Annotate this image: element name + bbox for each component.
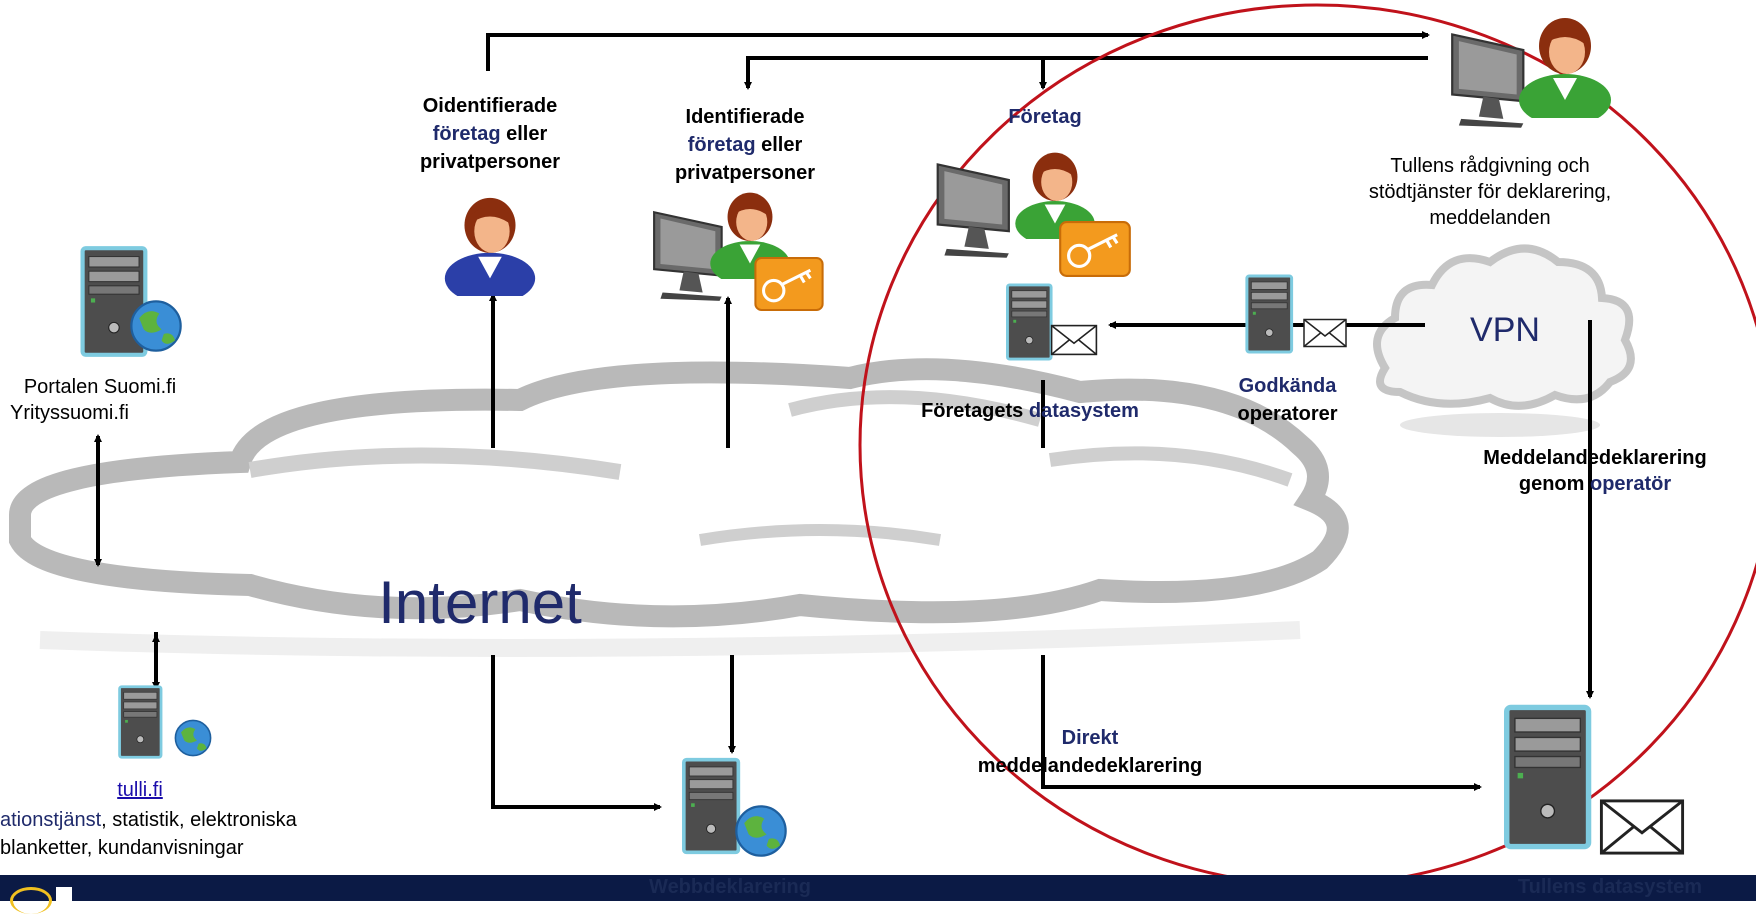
vpn-cloud — [1373, 244, 1635, 437]
identifierade-line2: företag eller — [640, 131, 850, 159]
tulli-label: tulli.fi ationstjänst, statistik, elektr… — [0, 776, 360, 862]
tullens-datasystem-label: Tullens datasystem — [1517, 876, 1703, 898]
oidentifierade-foretag-word: företag — [432, 123, 501, 145]
genom-word: genom — [1518, 473, 1590, 495]
person-oidentifierade-icon — [444, 197, 536, 296]
tullens-radgivning-label: Tullens rådgivning och stödtjänster för … — [1340, 153, 1640, 231]
internet-cloud — [8, 358, 1349, 657]
portalen-line2: Yrityssuomi.fi — [10, 402, 129, 424]
person-foretag-icon — [936, 152, 1132, 278]
tullens-radgivning-line3: meddelanden — [1429, 207, 1551, 229]
tulli-link[interactable]: tulli.fi — [117, 779, 163, 801]
foretagets-word: Företagets — [921, 400, 1029, 422]
meddelandedeklarering-operator-line1: Meddelandedeklarering — [1483, 447, 1707, 469]
tulli-server-icon — [120, 687, 212, 757]
godkanda-line1: Godkända — [1238, 375, 1337, 397]
tulli-informationstjanst-word: ationstjänst — [0, 809, 102, 831]
oidentifierade-eller-word: eller — [500, 123, 548, 145]
oidentifierade-line3: privatpersoner — [419, 151, 561, 173]
portalen-server-icon — [83, 248, 182, 355]
webbdeklarering-server-icon — [684, 760, 787, 857]
tulli-line1-rest: , statistik, elektroniska — [101, 809, 297, 831]
tullens-server-icon — [1507, 707, 1685, 855]
datasystem-word: datasystem — [1028, 400, 1139, 422]
godkanda-label: Godkända operatorer — [1200, 372, 1375, 428]
portalen-line1: Portalen Suomi.fi — [23, 376, 177, 398]
identifierade-line1: Identifierade — [685, 106, 805, 128]
foretag-label: Företag — [1008, 106, 1082, 128]
vpn-label: VPN — [1470, 311, 1540, 349]
identifierade-eller-word: eller — [755, 134, 803, 156]
meddelandedeklarering-operator-label: Meddelandedeklarering genom operatör — [1450, 445, 1740, 497]
direkt-label: Direkt meddelandedeklarering — [940, 724, 1240, 780]
identifierade-label: Identifierade företag eller privatperson… — [640, 103, 850, 187]
portalen-label: Portalen Suomi.fi Yrityssuomi.fi — [0, 374, 200, 426]
footer-logo-icon — [10, 881, 72, 914]
identifierade-foretag-word: företag — [687, 134, 756, 156]
internet-label: Internet — [378, 569, 582, 636]
oidentifierade-line2: företag eller — [390, 120, 590, 148]
tullens-radgivning-line2: stödtjänster för deklarering, — [1368, 181, 1612, 203]
person-tullen-icon — [1450, 18, 1611, 130]
foretagets-datasystem-label: Företagets datasystem — [880, 400, 1180, 423]
direkt-line2: meddelandedeklarering — [977, 755, 1203, 777]
connectors — [94, 31, 1594, 811]
footer-bar — [0, 875, 1756, 914]
tulli-line2: blanketter, kundanvisningar — [0, 837, 244, 859]
oidentifierade-line1: Oidentifierade — [422, 95, 558, 117]
meddelandedeklarering-operator-line2: genom operatör — [1450, 471, 1740, 497]
identifierade-line3: privatpersoner — [674, 162, 816, 184]
tullens-radgivning-line1: Tullens rådgivning och — [1390, 155, 1590, 177]
webbdeklarering-label: Webbdeklarering — [649, 876, 811, 898]
godkanda-line2: operatorer — [1237, 403, 1338, 425]
foretagets-server-icon — [1007, 285, 1098, 359]
direkt-line1: Direkt — [1061, 727, 1119, 749]
oidentifierade-label: Oidentifierade företag eller privatperso… — [390, 92, 590, 176]
godkanda-server-icon — [1247, 276, 1347, 352]
operator-word: operatör — [1590, 473, 1672, 495]
person-identifierade-icon — [652, 192, 825, 312]
